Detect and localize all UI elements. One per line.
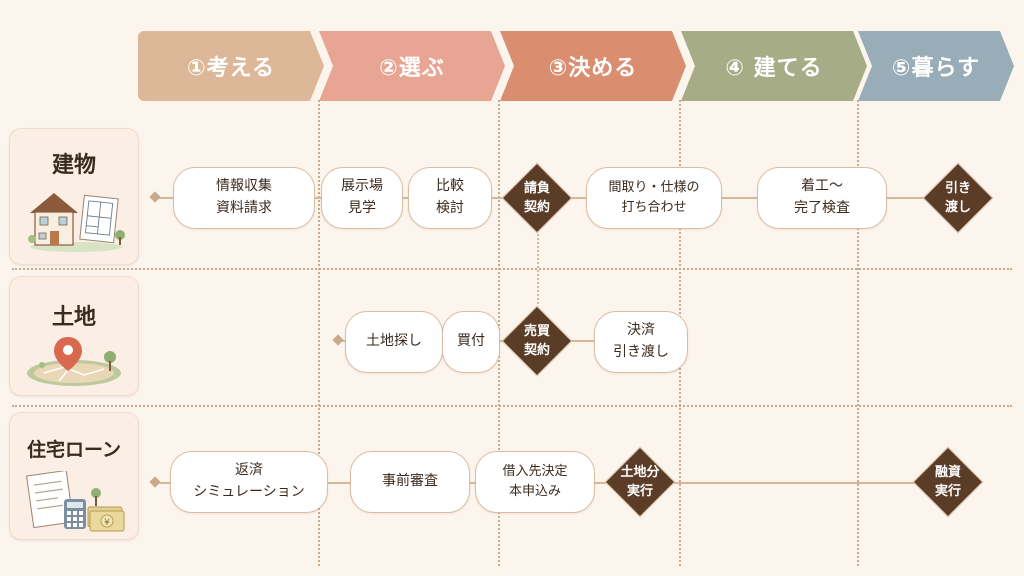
step-lender-application: 借入先決定 本申込み xyxy=(475,451,595,513)
phase-decide: ③決める xyxy=(500,31,686,101)
step-plan-meeting: 間取り・仕様の 打ち合わせ xyxy=(586,167,722,229)
step-compare: 比較 検討 xyxy=(408,167,492,229)
milestone-land-loan-execution: 土地分 実行 xyxy=(604,446,676,518)
step-showroom-visit: 展示場 見学 xyxy=(321,167,403,229)
row-divider xyxy=(12,405,1012,407)
land-start-marker xyxy=(332,334,344,346)
step-land-settlement: 決済 引き渡し xyxy=(594,311,688,373)
svg-text:¥: ¥ xyxy=(104,518,110,528)
row-divider xyxy=(12,268,1012,270)
milestone-loan-execution: 融資 実行 xyxy=(912,446,984,518)
row-label-land: 土地 xyxy=(9,276,139,396)
building-start-marker xyxy=(149,191,161,203)
map-pin-icon xyxy=(27,337,121,386)
phase-choose: ②選ぶ xyxy=(319,31,505,101)
phase-live: ⑤暮らす xyxy=(858,31,1014,101)
step-land-search: 土地探し xyxy=(345,311,443,373)
phase-divider xyxy=(318,100,320,566)
phase-think: ①考える xyxy=(138,31,324,101)
milestone-construction-contract: 請負 契約 xyxy=(501,162,573,234)
documents-calculator-icon: ¥ xyxy=(26,471,125,532)
step-purchase-offer: 買付 xyxy=(442,311,500,373)
contract-link-line xyxy=(537,234,539,304)
milestone-building-handover: 引き 渡し xyxy=(922,162,994,234)
row-title: 住宅ローン xyxy=(26,439,122,461)
step-construction: 着工〜 完了検査 xyxy=(757,167,887,229)
loan-start-marker xyxy=(149,476,161,488)
row-title: 土地 xyxy=(51,305,96,330)
step-repayment-simulation: 返済 シミュレーション xyxy=(170,451,328,513)
phase-build: ④ 建てる xyxy=(681,31,867,101)
step-info-request: 情報収集 資料請求 xyxy=(173,167,315,229)
row-label-building: 建物 xyxy=(9,128,139,265)
milestone-sales-contract: 売買 契約 xyxy=(501,305,573,377)
row-title: 建物 xyxy=(51,153,96,178)
row-label-loan: 住宅ローン ¥ xyxy=(9,412,139,540)
step-prescreening: 事前審査 xyxy=(350,451,470,513)
phase-divider xyxy=(857,100,859,566)
house-icon xyxy=(28,193,125,252)
